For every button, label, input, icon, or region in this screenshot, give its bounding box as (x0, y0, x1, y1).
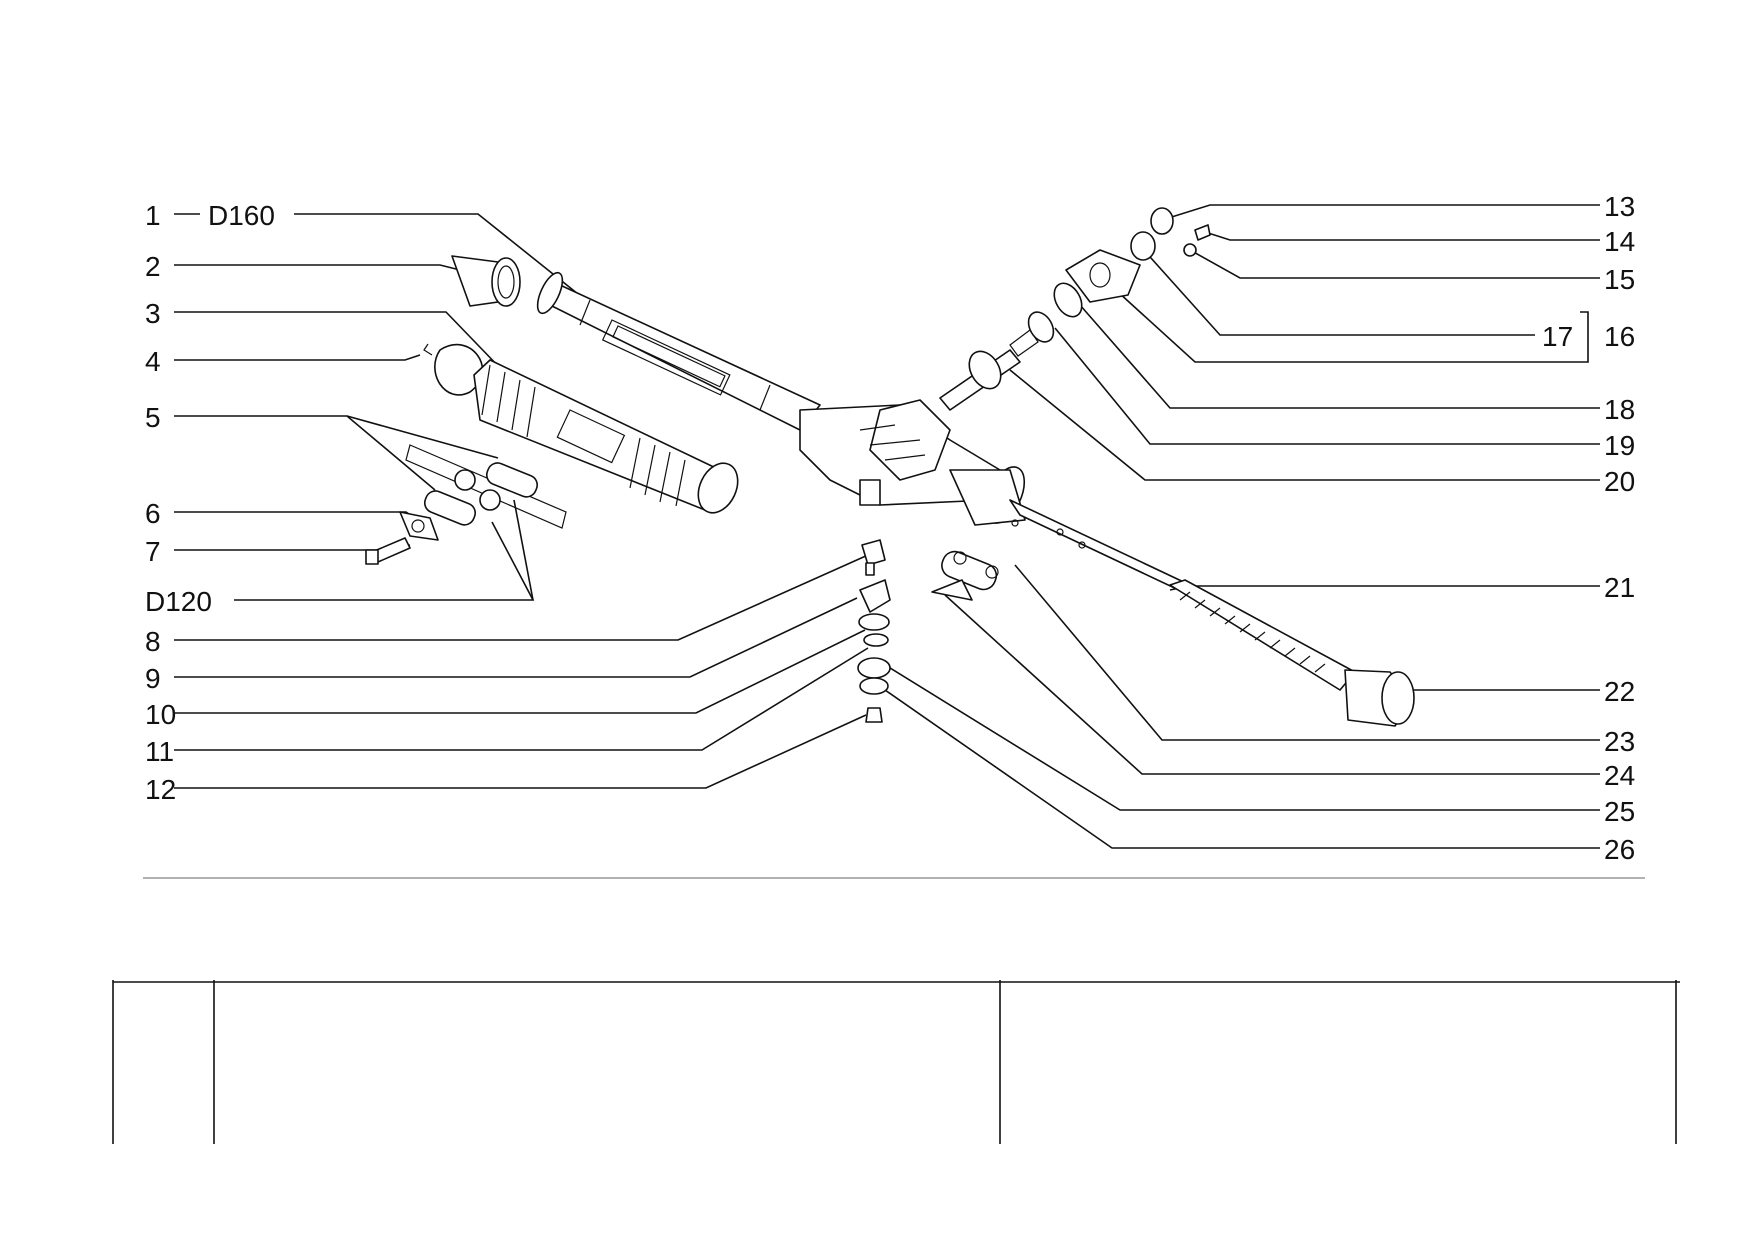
bellows-boot (473, 359, 739, 514)
callout-D120: D120 (145, 586, 212, 617)
retaining-clip (931, 579, 973, 601)
callout-16: 16 (1604, 321, 1635, 352)
screw (1194, 224, 1211, 241)
callout-1-code: D160 (208, 200, 275, 231)
rack-tube-left (536, 271, 821, 431)
steering-housing (799, 399, 1026, 526)
pinion-shaft (939, 329, 1039, 411)
callout-23: 23 (1604, 726, 1635, 757)
cap (1150, 207, 1174, 235)
callout-1: 1 (145, 200, 161, 231)
callout-4: 4 (145, 346, 161, 377)
callout-2: 2 (145, 251, 161, 282)
callout-11: 11 (145, 736, 174, 767)
o-ring (1053, 282, 1083, 318)
callout-17: 17 (1542, 321, 1573, 352)
callout-8: 8 (145, 626, 161, 657)
callout-13: 13 (1604, 191, 1635, 222)
callout-22: 22 (1604, 676, 1635, 707)
callout-20: 20 (1604, 466, 1635, 497)
callout-10: 10 (145, 699, 176, 730)
callout-26: 26 (1604, 834, 1635, 865)
callout-9: 9 (145, 663, 161, 694)
rack-tube-right (1009, 499, 1356, 691)
end-cap (451, 255, 521, 307)
callout-21: 21 (1604, 572, 1635, 603)
callout-18: 18 (1604, 394, 1635, 425)
callout-15: 15 (1604, 264, 1635, 295)
rack-end-cap (1344, 669, 1415, 727)
clamp-ring (423, 343, 484, 396)
callout-5: 5 (145, 402, 161, 433)
bolt (365, 537, 411, 565)
fixing-plates (405, 444, 567, 529)
callout-7: 7 (145, 536, 161, 567)
leader-lines (174, 204, 1600, 849)
seal (1130, 231, 1156, 261)
tie-rod-plate (941, 550, 999, 591)
callout-19: 19 (1604, 430, 1635, 461)
callout-6: 6 (145, 498, 161, 529)
washer (1183, 243, 1197, 257)
pinion-cover (1065, 249, 1141, 303)
callout-25: 25 (1604, 796, 1635, 827)
callout-12: 12 (145, 774, 176, 805)
lock-plate (399, 511, 439, 541)
parts-table (112, 980, 1680, 1144)
callout-14: 14 (1604, 226, 1635, 257)
adjuster-assembly (857, 539, 891, 723)
callout-labels: 1 D160 2 3 4 5 6 7 D120 8 9 10 11 12 13 … (145, 191, 1635, 865)
steering-parts (365, 207, 1415, 727)
callout-3: 3 (145, 298, 161, 329)
callout-24: 24 (1604, 760, 1635, 791)
bearing (1027, 311, 1055, 343)
